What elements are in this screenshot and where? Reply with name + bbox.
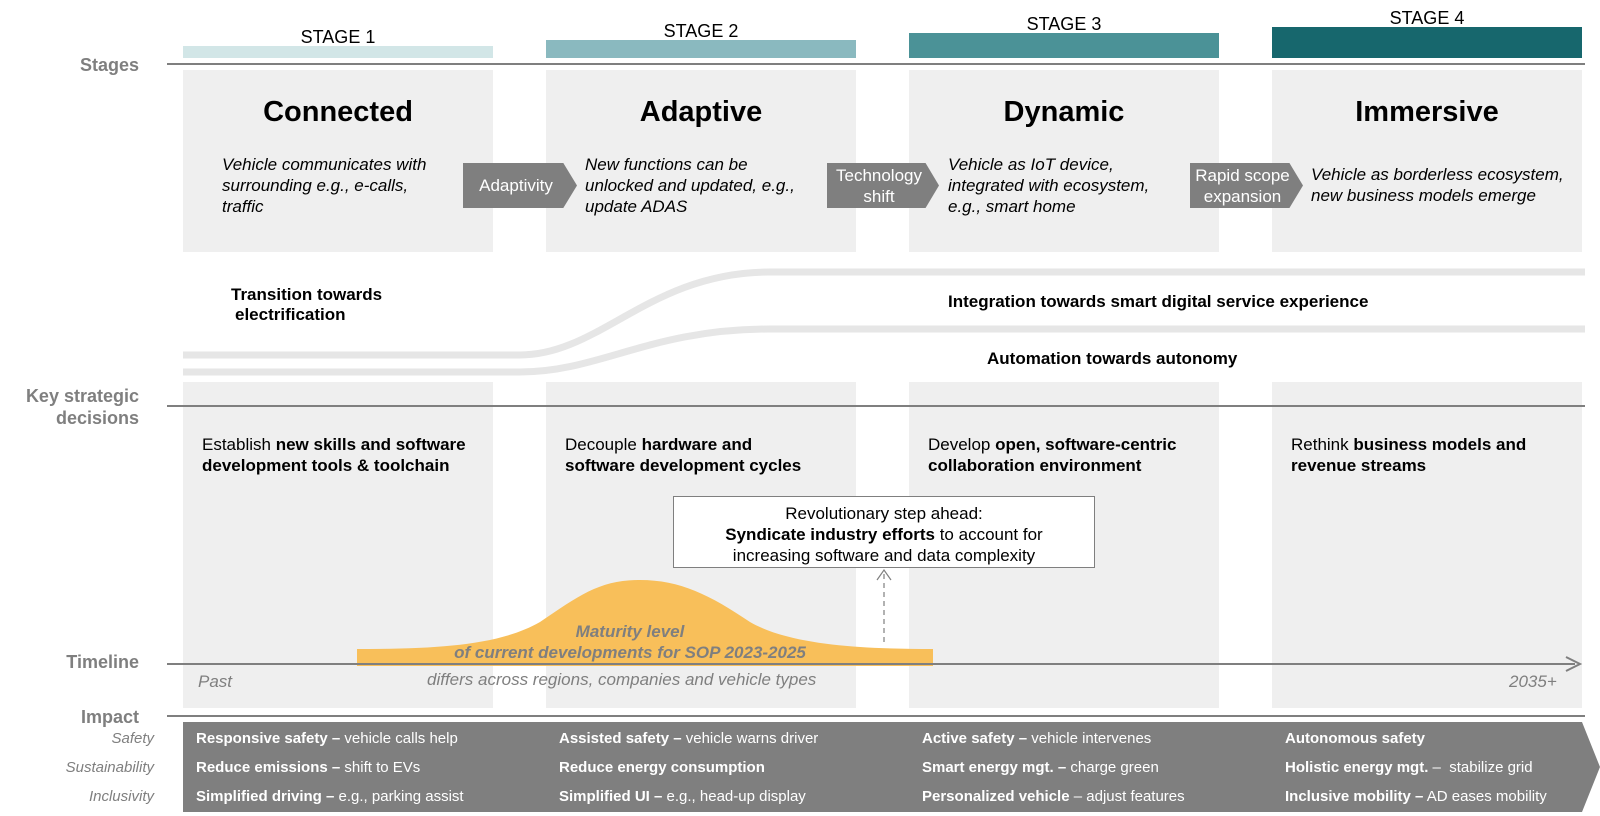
impact-divider: [167, 715, 1585, 717]
electrification-curve: [183, 268, 1585, 359]
stage2-column: [546, 70, 856, 252]
trend-electrification: Transition towards electrification: [231, 285, 383, 324]
trend-autonomy: Automation towards autonomy: [987, 349, 1238, 368]
row-label-stages: Stages: [79, 55, 139, 75]
impact-safety-stage2: Assisted safety – vehicle warns driver: [559, 730, 819, 747]
timeline-arrowhead: [1565, 656, 1583, 672]
stage4-description: Vehicle as borderless ecosystem,new busi…: [1311, 165, 1564, 205]
stage2-label: STAGE 2: [663, 21, 739, 41]
impact-category-inclusivity: Inclusivity: [88, 788, 154, 805]
maturity-label: Maturity level of current developments f…: [454, 622, 806, 662]
timeline-start: Past: [198, 672, 233, 691]
stage3-label: STAGE 3: [1026, 14, 1102, 34]
stages-divider: [167, 63, 1585, 65]
stage4-bar: [1272, 27, 1582, 58]
stage3-bar: [909, 33, 1219, 58]
stage3-column: [909, 70, 1219, 252]
stage1-title: Connected: [263, 96, 413, 128]
trend-digital-service: Integration towards smart digital servic…: [948, 292, 1369, 311]
impact-inclusivity-stage3: Personalized vehicle – adjust features: [922, 788, 1185, 805]
impact-sustainability-stage2: Reduce energy consumption: [559, 759, 765, 776]
stage2-title: Adaptive: [639, 96, 763, 128]
stage4-column: [1272, 70, 1582, 252]
impact-category-safety: Safety: [111, 730, 154, 747]
stage1-bar: [183, 46, 493, 58]
impact-category-sustainability: Sustainability: [65, 759, 154, 776]
row-label-key-decisions-2: decisions: [55, 408, 139, 428]
revolutionary-step-callout: Revolutionary step ahead: Syndicate indu…: [673, 496, 1095, 568]
impact-sustainability-stage4: Holistic energy mgt. – stabilize grid: [1285, 759, 1533, 776]
impact-inclusivity-stage4: Inclusive mobility – AD eases mobility: [1285, 788, 1547, 805]
maturity-note: differs across regions, companies and ve…: [427, 670, 817, 689]
stage3-description: Vehicle as IoT device,integrated with ec…: [948, 155, 1150, 216]
transition-adaptivity: Adaptivity: [463, 163, 577, 208]
impact-sustainability-stage1: Reduce emissions – shift to EVs: [196, 759, 421, 776]
stage4-label: STAGE 4: [1389, 8, 1465, 28]
timeline-end: 2035+: [1509, 672, 1557, 691]
impact-safety-stage3: Active safety – vehicle intervenes: [922, 730, 1152, 747]
stage2-bar: [546, 40, 856, 58]
autonomy-curve: [183, 325, 1585, 376]
maturity-area: [357, 580, 933, 666]
stage1-column: [183, 70, 493, 252]
impact-inclusivity-stage1: Simplified driving – e.g., parking assis…: [196, 788, 464, 805]
impact-inclusivity-stage2: Simplified UI – e.g., head-up display: [559, 788, 806, 805]
impact-sustainability-stage3: Smart energy mgt. – charge green: [922, 759, 1159, 776]
row-label-key-decisions-1: Key strategic: [25, 386, 139, 406]
decisions-divider: [167, 405, 1585, 407]
stage1-label: STAGE 1: [300, 27, 376, 47]
row-label-impact: Impact: [80, 707, 139, 727]
stage3-title: Dynamic: [1003, 96, 1125, 128]
row-label-timeline: Timeline: [66, 652, 139, 672]
stage4-title: Immersive: [1355, 96, 1499, 128]
impact-safety-stage4: Autonomous safety: [1285, 730, 1426, 747]
stage4-decision-column: [1272, 382, 1582, 708]
impact-safety-stage1: Responsive safety – vehicle calls help: [196, 730, 458, 747]
callout-arrowhead: [876, 568, 892, 581]
